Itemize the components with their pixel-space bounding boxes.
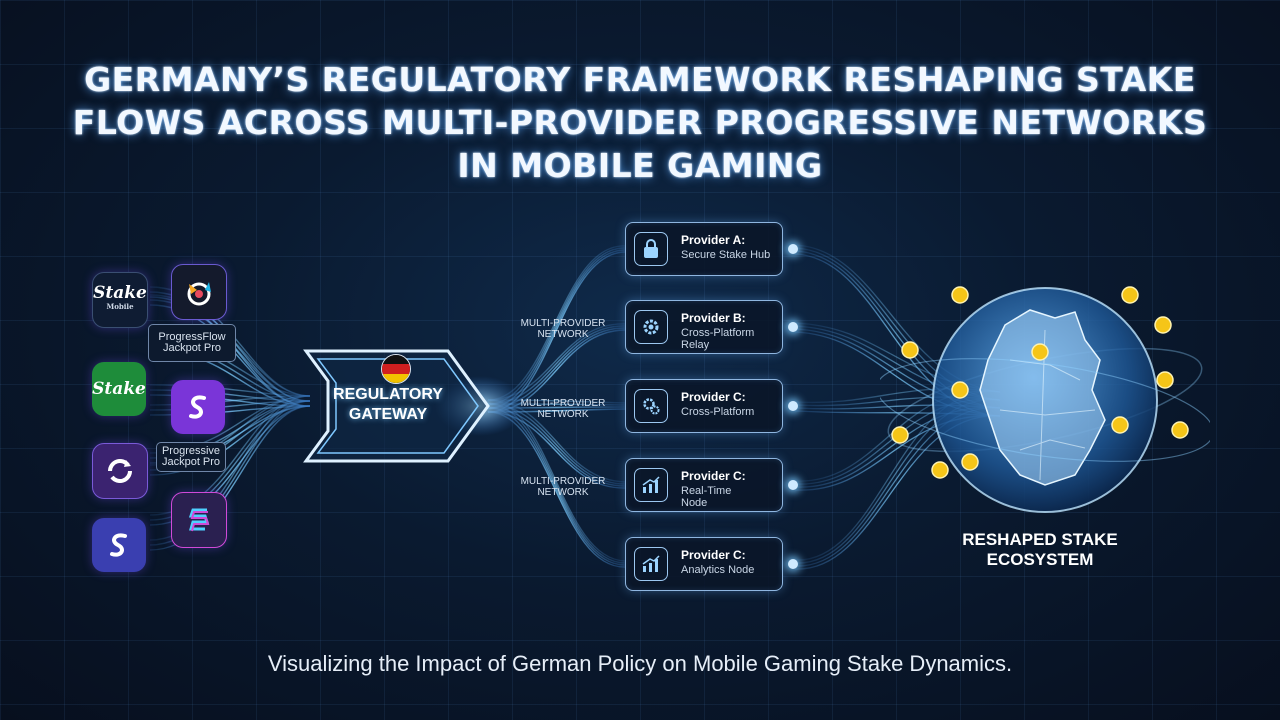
- coin-icon: [961, 453, 979, 471]
- stacked-s-logo-icon: [188, 508, 210, 532]
- app-tile-loop: [92, 443, 148, 499]
- chart-icon: [634, 547, 668, 581]
- connector-dot: [788, 244, 798, 254]
- coin-icon: [951, 286, 969, 304]
- coin-icon: [1171, 421, 1189, 439]
- provider-card-c3: Provider C:Analytics Node: [625, 537, 783, 591]
- connector-dot: [788, 559, 798, 569]
- app-tile-s-purple: [171, 380, 225, 434]
- provider-card-a: Provider A:Secure Stake Hub: [625, 222, 783, 276]
- flow-line: [149, 405, 311, 476]
- provider-card-c1: Provider C:Cross-Platform: [625, 379, 783, 433]
- gear-icon: [634, 310, 668, 344]
- gears-icon: [634, 389, 668, 423]
- title-line-1: GERMANY’S REGULATORY FRAMEWORK RESHAPING…: [84, 60, 1196, 99]
- coin-icon: [1154, 316, 1172, 334]
- connector-dot: [788, 480, 798, 490]
- germany-flag-icon: [381, 354, 411, 384]
- app-tile-swirl: [171, 264, 227, 320]
- coin-icon: [901, 341, 919, 359]
- coin-icon: [1111, 416, 1129, 434]
- page-title: GERMANY’S REGULATORY FRAMEWORK RESHAPING…: [60, 58, 1220, 187]
- coin-icon: [931, 461, 949, 479]
- coin-icon: [1156, 371, 1174, 389]
- chart-icon: [634, 468, 668, 502]
- coin-icon: [1121, 286, 1139, 304]
- app-tile-stake-green: Stake: [92, 362, 146, 416]
- swirl-logo-icon: [187, 282, 211, 306]
- s-logo-icon: [110, 533, 127, 557]
- app-tile-s-blue: [92, 518, 146, 572]
- page-subtitle: Visualizing the Impact of German Policy …: [267, 651, 1013, 676]
- stake-logo: Stake: [92, 379, 146, 399]
- title-line-2: FLOWS ACROSS MULTI-PROVIDER PROGRESSIVE …: [72, 103, 1208, 142]
- loop-arrow-logo-icon: [108, 459, 132, 483]
- s-logo-icon: [189, 395, 206, 419]
- lock-icon: [634, 232, 668, 266]
- title-line-3: IN MOBILE GAMING: [457, 146, 823, 185]
- coin-icon: [891, 426, 909, 444]
- gateway-shape: [303, 349, 490, 463]
- coin-icon: [951, 381, 969, 399]
- connector-dot: [788, 401, 798, 411]
- globe-icon: [880, 286, 1210, 513]
- app-tile-stacked-s: [171, 492, 227, 548]
- connector-dot: [788, 322, 798, 332]
- coin-icon: [1031, 343, 1049, 361]
